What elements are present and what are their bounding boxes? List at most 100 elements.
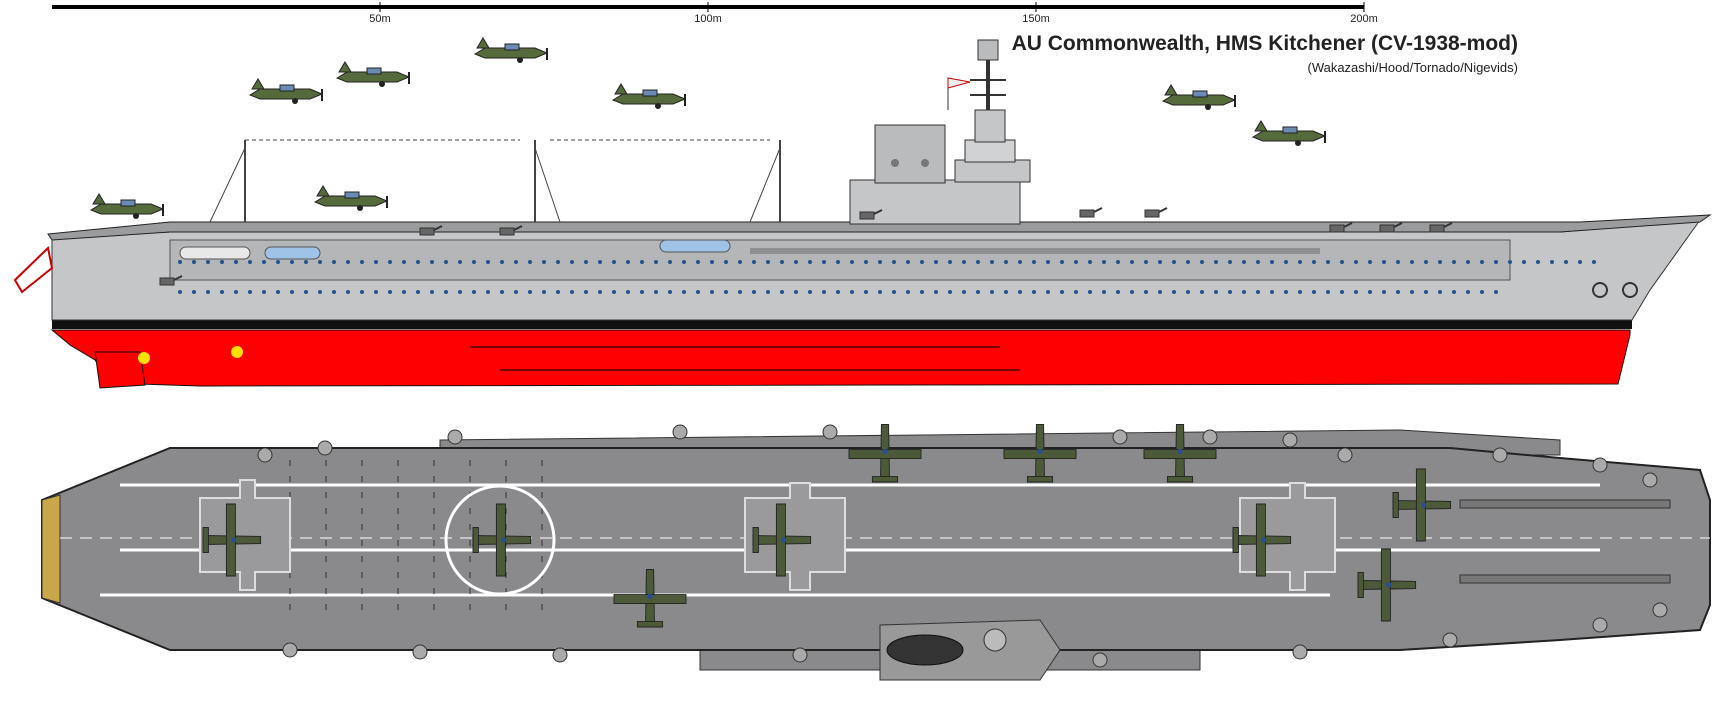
lower-hull bbox=[50, 329, 1631, 387]
porthole bbox=[1200, 260, 1204, 264]
porthole bbox=[1130, 260, 1134, 264]
porthole bbox=[752, 290, 756, 294]
porthole bbox=[892, 290, 896, 294]
porthole bbox=[864, 290, 868, 294]
porthole bbox=[360, 260, 364, 264]
porthole bbox=[584, 290, 588, 294]
aircraft-top-view bbox=[752, 503, 812, 577]
porthole bbox=[1032, 260, 1036, 264]
gun-tub bbox=[317, 440, 333, 456]
porthole bbox=[640, 290, 644, 294]
gun-tub bbox=[1292, 644, 1308, 660]
porthole bbox=[290, 260, 294, 264]
porthole bbox=[1382, 260, 1386, 264]
porthole bbox=[1494, 260, 1498, 264]
porthole bbox=[1102, 260, 1106, 264]
porthole bbox=[920, 260, 924, 264]
porthole bbox=[1368, 260, 1372, 264]
porthole bbox=[318, 290, 322, 294]
porthole bbox=[1438, 260, 1442, 264]
aircraft-side-view bbox=[1251, 120, 1327, 146]
porthole bbox=[710, 260, 714, 264]
scale-tick-label: 50m bbox=[369, 13, 390, 25]
porthole bbox=[1256, 290, 1260, 294]
crew-figure-1 bbox=[138, 352, 150, 364]
porthole bbox=[892, 260, 896, 264]
gun-mount bbox=[499, 227, 515, 236]
porthole bbox=[220, 260, 224, 264]
porthole bbox=[486, 260, 490, 264]
island-superstructure bbox=[849, 39, 1031, 225]
gun-mount bbox=[159, 277, 175, 286]
porthole bbox=[1424, 290, 1428, 294]
porthole bbox=[1116, 260, 1120, 264]
porthole bbox=[556, 260, 560, 264]
porthole bbox=[1242, 260, 1246, 264]
porthole bbox=[654, 290, 658, 294]
gun-mount bbox=[1079, 209, 1095, 218]
gun-tub bbox=[447, 429, 463, 445]
gun-tub bbox=[1202, 429, 1218, 445]
island-top-view bbox=[879, 619, 1061, 681]
porthole bbox=[626, 290, 630, 294]
gun-mount bbox=[1379, 224, 1395, 233]
porthole bbox=[724, 260, 728, 264]
gun-tub bbox=[1492, 447, 1508, 463]
porthole bbox=[724, 290, 728, 294]
porthole bbox=[1452, 290, 1456, 294]
stern-ramp bbox=[41, 494, 61, 604]
porthole bbox=[1228, 260, 1232, 264]
porthole bbox=[822, 260, 826, 264]
porthole bbox=[1088, 260, 1092, 264]
porthole bbox=[780, 290, 784, 294]
porthole bbox=[430, 290, 434, 294]
credits-subtitle: (Wakazashi/Hood/Tornado/Nigevids) bbox=[1307, 60, 1518, 75]
porthole bbox=[206, 260, 210, 264]
porthole bbox=[1466, 260, 1470, 264]
gun-tub bbox=[282, 642, 298, 658]
gun-barrel bbox=[1343, 222, 1353, 228]
porthole bbox=[1284, 260, 1288, 264]
porthole bbox=[500, 290, 504, 294]
porthole bbox=[1480, 290, 1484, 294]
porthole bbox=[1200, 290, 1204, 294]
porthole bbox=[1074, 290, 1078, 294]
porthole bbox=[430, 260, 434, 264]
scale-tick-label: 150m bbox=[1022, 13, 1050, 25]
page-title: AU Commonwealth, HMS Kitchener (CV-1938-… bbox=[1011, 32, 1518, 55]
aircraft-top-view bbox=[1232, 503, 1292, 577]
porthole bbox=[1172, 260, 1176, 264]
gun-barrel bbox=[433, 225, 443, 231]
gun-mount bbox=[1429, 224, 1445, 233]
porthole bbox=[332, 260, 336, 264]
gun-barrel bbox=[173, 275, 183, 281]
gun-mount bbox=[1144, 209, 1160, 218]
gun-mount bbox=[419, 227, 435, 236]
porthole bbox=[962, 290, 966, 294]
gun-mount bbox=[859, 211, 875, 220]
gun-tub bbox=[792, 647, 808, 663]
porthole bbox=[360, 290, 364, 294]
porthole bbox=[906, 260, 910, 264]
porthole bbox=[416, 290, 420, 294]
scale-tick-label: 200m bbox=[1350, 13, 1378, 25]
flight-deck-edge bbox=[47, 214, 1712, 241]
porthole bbox=[486, 290, 490, 294]
aircraft-top-view bbox=[613, 568, 687, 628]
porthole bbox=[738, 260, 742, 264]
porthole bbox=[1396, 290, 1400, 294]
porthole bbox=[1270, 290, 1274, 294]
porthole bbox=[1466, 290, 1470, 294]
porthole bbox=[528, 260, 532, 264]
gun-tub bbox=[257, 447, 273, 463]
gun-barrel bbox=[1393, 222, 1403, 228]
gun-tub bbox=[1642, 472, 1658, 488]
aircraft-top-view bbox=[472, 503, 532, 577]
porthole bbox=[220, 290, 224, 294]
porthole bbox=[318, 260, 322, 264]
porthole bbox=[626, 260, 630, 264]
porthole bbox=[1270, 260, 1274, 264]
porthole bbox=[402, 260, 406, 264]
rudder bbox=[94, 351, 146, 389]
